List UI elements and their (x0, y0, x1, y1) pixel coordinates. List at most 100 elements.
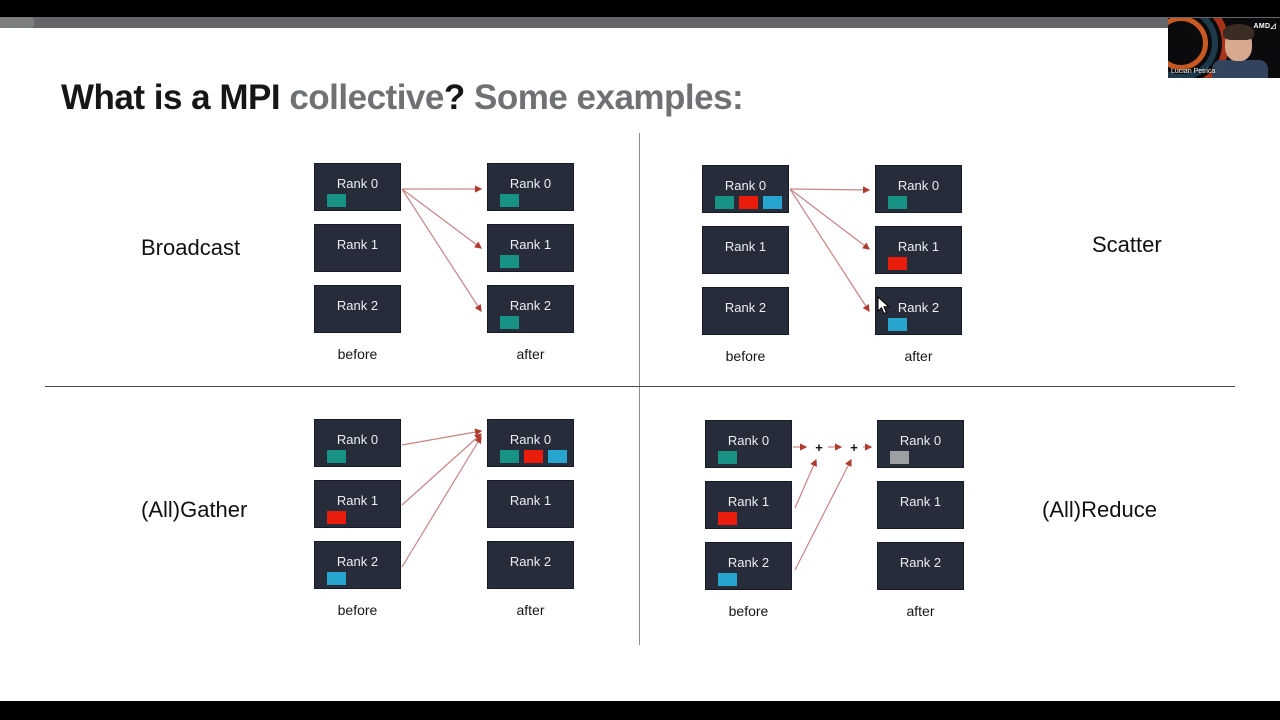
rank-label: Rank 2 (336, 298, 379, 313)
rank-box: Rank 2 (314, 285, 401, 333)
rank-box: Rank 0 (705, 420, 792, 468)
rank-label: Rank 2 (336, 554, 379, 569)
rank-label: Rank 1 (509, 493, 552, 508)
rank-label: Rank 1 (336, 493, 379, 508)
label-scatter: Scatter (1092, 232, 1162, 257)
rank-box: Rank 1 (314, 480, 401, 528)
mouse-cursor-icon (877, 296, 891, 315)
rank-label: Rank 2 (509, 554, 552, 569)
after-label: after (906, 603, 935, 619)
scatter-after-column: Rank 0 Rank 1 Rank 2 after (875, 165, 962, 364)
data-square (548, 450, 567, 463)
rank-box: Rank 0 (875, 165, 962, 213)
backdrop-swirl (1168, 18, 1208, 70)
title-part-2: collective (289, 78, 444, 117)
before-label: before (337, 602, 378, 618)
before-label: before (725, 348, 766, 364)
quadrant-allreduce: Rank 0 Rank 1 Rank 2 before Rank 0 Rank … (705, 420, 967, 635)
data-square (500, 255, 519, 268)
rank-label: Rank 0 (727, 433, 770, 448)
data-square (327, 511, 346, 524)
label-allgather: (All)Gather (141, 497, 248, 522)
rank-label: Rank 1 (897, 239, 940, 254)
toolbar-strip (0, 17, 1280, 28)
webcam-overlay: AMD◿ Lucian Petrica (1168, 18, 1280, 78)
plus-operator: + (850, 440, 858, 455)
data-square (888, 196, 907, 209)
amd-arrow-icon: ◿ (1270, 23, 1276, 30)
data-square (739, 196, 758, 209)
rank-label: Rank 1 (509, 237, 552, 252)
before-label: before (728, 603, 769, 619)
rank-box: Rank 0 (487, 163, 574, 211)
rank-box: Rank 1 (705, 481, 792, 529)
label-allreduce: (All)Reduce (1042, 497, 1157, 522)
data-square (524, 450, 543, 463)
rank-box: Rank 0 (877, 420, 964, 468)
data-square (500, 194, 519, 207)
bottom-black-bar (0, 701, 1280, 720)
rank-label: Rank 1 (336, 237, 379, 252)
rank-label: Rank 0 (336, 432, 379, 447)
rank-box: Rank 2 (875, 287, 962, 335)
rank-box: Rank 2 (877, 542, 964, 590)
allgather-before-column: Rank 0 Rank 1 Rank 2 before (314, 419, 401, 618)
broadcast-before-column: Rank 0 Rank 1 Rank 2 before (314, 163, 401, 362)
rank-label: Rank 2 (897, 300, 940, 315)
data-square (890, 451, 909, 464)
rank-box: Rank 0 (702, 165, 789, 213)
allreduce-before-column: Rank 0 Rank 1 Rank 2 before (705, 420, 792, 619)
top-black-bar (0, 0, 1280, 17)
data-square (888, 257, 907, 270)
rank-label: Rank 0 (509, 432, 552, 447)
quadrant-allgather: Rank 0 Rank 1 Rank 2 before Rank 0 (314, 419, 576, 634)
rank-box: Rank 0 (314, 163, 401, 211)
title-part-1: What is a MPI (61, 78, 290, 117)
rank-box: Rank 2 (487, 541, 574, 589)
title-part-3: ? (443, 78, 465, 117)
rank-label: Rank 0 (724, 178, 767, 193)
data-square (327, 572, 346, 585)
rank-label: Rank 0 (509, 176, 552, 191)
rank-box: Rank 1 (314, 224, 401, 272)
allreduce-after-column: Rank 0 Rank 1 Rank 2 after (877, 420, 964, 619)
amd-logo: AMD◿ (1253, 22, 1276, 30)
data-square (888, 318, 907, 331)
data-square (718, 512, 737, 525)
after-label: after (516, 602, 545, 618)
quadrant-broadcast: Rank 0 Rank 1 Rank 2 before Rank 0 Rank … (314, 163, 576, 378)
rank-box: Rank 1 (877, 481, 964, 529)
toolbar-tab (0, 17, 34, 28)
presenter-shirt (1212, 60, 1268, 78)
page-title: What is a MPI collective? Some examples: (61, 78, 744, 118)
presenter-hair (1223, 24, 1254, 40)
rank-label: Rank 2 (509, 298, 552, 313)
rank-label: Rank 2 (724, 300, 767, 315)
data-square (718, 451, 737, 464)
rank-label: Rank 1 (899, 494, 942, 509)
divider-horizontal (45, 386, 1235, 387)
data-square (763, 196, 782, 209)
plus-operator: + (815, 440, 823, 455)
rank-label: Rank 1 (724, 239, 767, 254)
data-square (715, 196, 734, 209)
data-square (718, 573, 737, 586)
after-label: after (516, 346, 545, 362)
title-part-4: Some examples: (464, 78, 744, 117)
rank-label: Rank 0 (336, 176, 379, 191)
presenter-name: Lucian Petrica (1171, 68, 1216, 75)
data-square (327, 194, 346, 207)
broadcast-after-column: Rank 0 Rank 1 Rank 2 after (487, 163, 574, 362)
data-square (327, 450, 346, 463)
rank-box: Rank 2 (314, 541, 401, 589)
rank-box: Rank 2 (702, 287, 789, 335)
allgather-after-column: Rank 0 Rank 1 Rank 2 after (487, 419, 574, 618)
rank-box: Rank 1 (702, 226, 789, 274)
data-square (500, 316, 519, 329)
rank-label: Rank 2 (727, 555, 770, 570)
quadrant-scatter: Rank 0 Rank 1 Rank 2 before Rank 0 R (702, 165, 964, 380)
divider-vertical (639, 133, 640, 645)
rank-label: Rank 1 (727, 494, 770, 509)
label-broadcast: Broadcast (141, 235, 241, 260)
